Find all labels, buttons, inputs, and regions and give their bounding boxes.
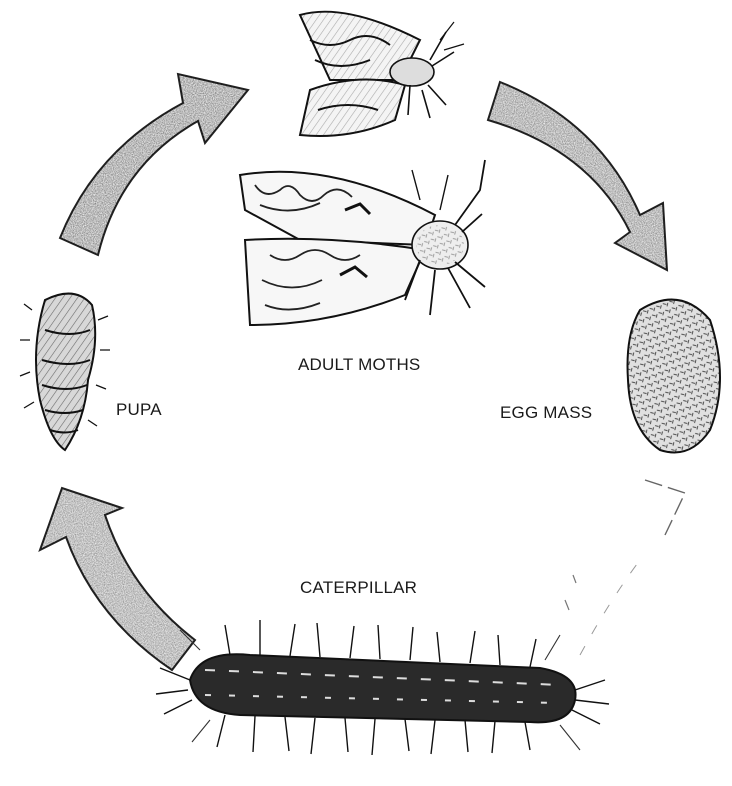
arrow-pupa-to-adult (60, 74, 248, 255)
adult-moth-large-illustration (240, 160, 485, 325)
adult-moth-small-illustration (300, 12, 464, 136)
pupa-label: PUPA (116, 400, 162, 420)
pupa-illustration (20, 294, 110, 450)
arrow-egg-to-caterpillar (565, 480, 685, 655)
egg-mass-label: EGG MASS (500, 403, 592, 423)
adult-moths-label: ADULT MOTHS (298, 355, 420, 375)
caterpillar-illustration (156, 620, 609, 755)
egg-mass-illustration (628, 300, 721, 453)
arrow-adult-to-egg (488, 82, 667, 270)
arrow-caterpillar-to-pupa (40, 488, 195, 670)
caterpillar-label: CATERPILLAR (300, 578, 417, 598)
